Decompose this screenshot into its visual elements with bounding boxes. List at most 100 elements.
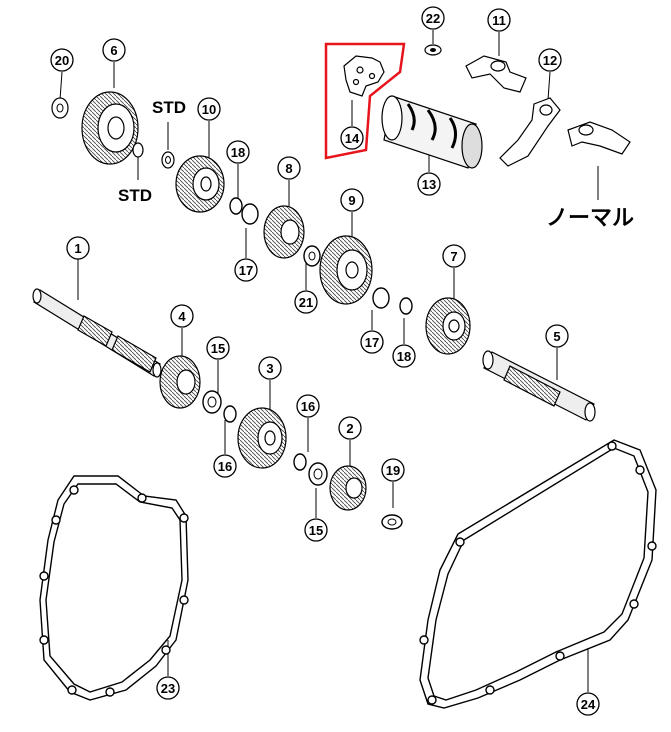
- callout-11: 11: [487, 8, 511, 32]
- callout-15b: 15: [304, 518, 328, 542]
- countershaft: [482, 350, 596, 422]
- shift-plate: [343, 55, 385, 97]
- callout-circle: [340, 126, 364, 150]
- callout-number: 12: [543, 53, 557, 68]
- callout-18a: 18: [226, 140, 250, 164]
- circlip-18-upper: [229, 197, 243, 215]
- callout-18b: 18: [392, 344, 416, 368]
- callout-number: 21: [299, 295, 313, 310]
- callout-21: 21: [294, 290, 318, 314]
- callout-17b: 17: [360, 330, 384, 354]
- washer-15-lower-hole: [313, 468, 323, 480]
- shift-drum: [381, 95, 483, 169]
- circlip-16-right: [293, 453, 307, 471]
- callout-number: 17: [239, 263, 253, 278]
- callout-circle: [296, 394, 320, 418]
- callout-circle: [50, 48, 74, 72]
- callout-15a: 15: [206, 336, 230, 360]
- callout-13: 13: [417, 172, 441, 196]
- callout-circle: [102, 38, 126, 62]
- callout-number: 13: [422, 177, 436, 192]
- highlight-frame: [324, 42, 406, 160]
- callout-circle: [360, 330, 384, 354]
- callout-circle: [421, 6, 445, 30]
- callout-number: 18: [231, 145, 245, 160]
- callout-7: 7: [442, 244, 466, 268]
- callout-circle: [213, 454, 237, 478]
- callout-4: 4: [170, 304, 194, 328]
- callout-17a: 17: [234, 258, 258, 282]
- callout-number: 4: [178, 309, 186, 324]
- callout-number: 16: [218, 459, 232, 474]
- shift-fork-normal: [567, 121, 631, 155]
- callout-circle: [66, 236, 90, 260]
- callout-circle: [304, 518, 328, 542]
- callout-circle: [417, 172, 441, 196]
- callout-number: 9: [348, 193, 355, 208]
- normal-label: ノーマル: [546, 205, 635, 230]
- callout-9: 9: [340, 188, 364, 212]
- washer-21-hole: [308, 251, 316, 261]
- callout-circle: [381, 458, 405, 482]
- callout-2: 2: [338, 416, 362, 440]
- callout-number: 17: [365, 335, 379, 350]
- callout-number: 15: [211, 341, 225, 356]
- gear-7: [425, 297, 471, 355]
- callout-circle: [487, 8, 511, 32]
- callout-circle: [442, 244, 466, 268]
- shift-fork-11: [465, 55, 527, 93]
- callout-number: 14: [345, 131, 360, 146]
- callout-19: 19: [381, 458, 405, 482]
- gear-3: [237, 407, 287, 469]
- callout-circle: [258, 356, 282, 380]
- circlip-16-left: [223, 405, 237, 423]
- callout-number: 16: [301, 399, 315, 414]
- callout-circle: [197, 97, 221, 121]
- washer-19-hole: [387, 518, 397, 526]
- callout-22: 22: [421, 6, 445, 30]
- gear-2: [329, 465, 367, 511]
- callout-circle: [156, 676, 180, 700]
- callout-1: 1: [66, 236, 90, 260]
- callout-number: 3: [266, 361, 273, 376]
- callout-number: 11: [492, 13, 506, 28]
- washer-17-upper: [241, 203, 259, 225]
- callout-circle: [170, 304, 194, 328]
- callout-8: 8: [277, 156, 301, 180]
- callout-circle: [545, 324, 569, 348]
- gasket-24: [419, 439, 657, 709]
- callout-number: 2: [346, 421, 353, 436]
- gear-6: [81, 91, 139, 165]
- callout-number: 24: [581, 697, 596, 712]
- callout-circle: [392, 344, 416, 368]
- callout-circle: [338, 416, 362, 440]
- callout-23: 23: [156, 676, 180, 700]
- std-label-top: STD: [152, 98, 186, 117]
- gear-4: [159, 355, 201, 409]
- callout-number: 18: [397, 349, 411, 364]
- callout-16b: 16: [213, 454, 237, 478]
- main-shaft: [32, 288, 162, 378]
- callout-circle: [206, 336, 230, 360]
- gear-9: [319, 235, 373, 305]
- circlip-18-right: [399, 297, 413, 315]
- callout-3: 3: [258, 356, 282, 380]
- callout-number: 7: [450, 249, 457, 264]
- callouts: 1234567891011121314151516161717181819202…: [50, 6, 600, 716]
- callout-6: 6: [102, 38, 126, 62]
- callout-16a: 16: [296, 394, 320, 418]
- callout-circle: [294, 290, 318, 314]
- washer-22-hole: [430, 48, 436, 52]
- callout-number: 5: [553, 329, 560, 344]
- callout-number: 15: [309, 523, 323, 538]
- callout-number: 20: [55, 53, 69, 68]
- std-label-bottom: STD: [118, 186, 152, 205]
- callout-circle: [277, 156, 301, 180]
- callout-number: 8: [285, 161, 292, 176]
- washer-20-hole: [56, 103, 64, 113]
- std-washer-b-hole: [165, 156, 171, 164]
- callout-12: 12: [538, 48, 562, 72]
- callout-number: 10: [202, 102, 216, 117]
